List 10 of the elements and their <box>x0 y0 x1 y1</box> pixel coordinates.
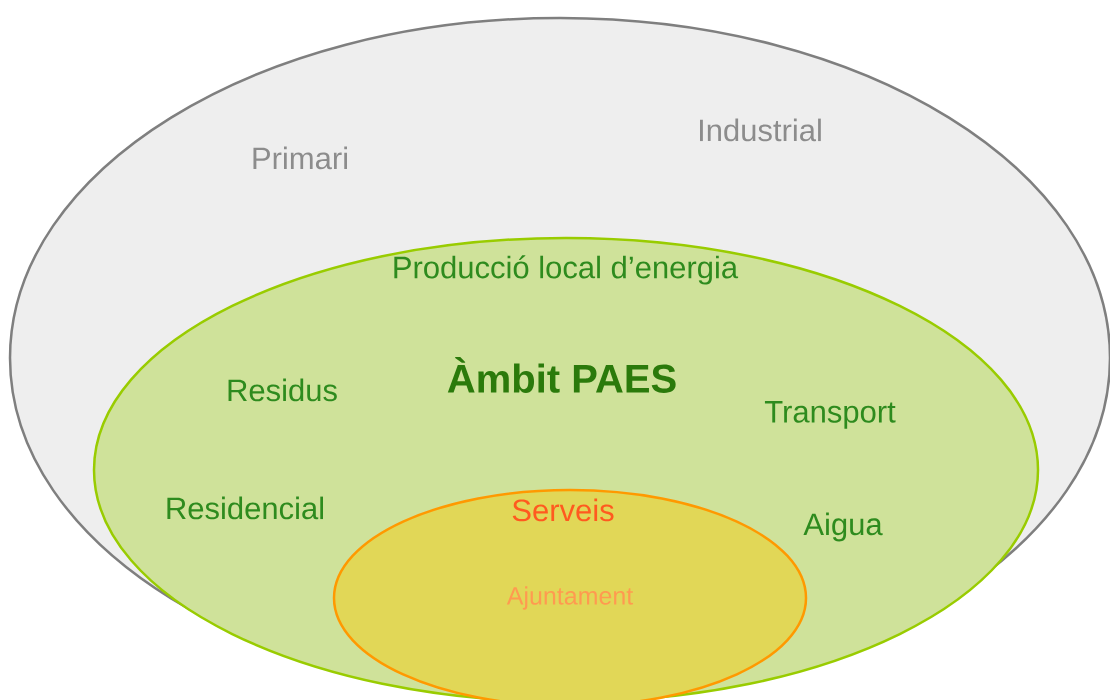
region-label: Àmbit PAES <box>447 357 676 393</box>
region-label: Transport <box>764 401 896 429</box>
region-label: Residus <box>228 378 337 402</box>
region-label: Producció local d’energia <box>394 255 739 285</box>
region-label: Residencial <box>167 496 323 520</box>
region-label: Serveis <box>512 498 614 522</box>
region-label: Primari <box>253 146 347 170</box>
region-label: Aigua <box>803 512 883 542</box>
region-label: Industrial <box>699 118 821 142</box>
region-label: Ajuntament <box>506 586 634 610</box>
